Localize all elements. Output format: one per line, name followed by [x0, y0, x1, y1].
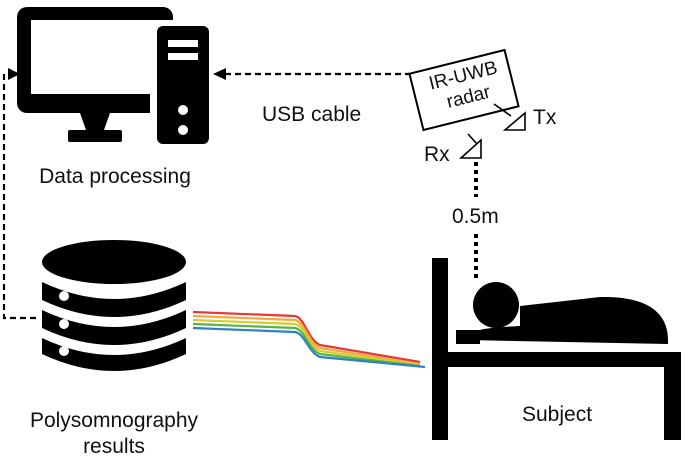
monitor-stand: [80, 113, 110, 130]
antenna-icon: [458, 103, 526, 159]
subject-label: Subject: [522, 403, 593, 426]
data-processing-label: Data processing: [39, 165, 191, 188]
signal-line-orange: [192, 314, 421, 366]
distance-label: 0.5m: [452, 205, 499, 228]
blanket: [466, 296, 668, 344]
tower-power-1: [178, 105, 188, 115]
monitor-base: [68, 130, 122, 142]
arrowhead-usb: [213, 68, 226, 80]
rx-antenna-triangle: [458, 138, 482, 159]
bed-foot-leg: [664, 352, 681, 440]
signal-line-blue: [192, 326, 426, 369]
database-icon: [42, 240, 186, 371]
radar-box: [408, 48, 520, 132]
psg-signal-lines: [192, 310, 426, 369]
tower-bay-2: [168, 53, 198, 60]
connectors: [2, 72, 412, 320]
subject-head: [473, 282, 519, 328]
radar-device: [408, 48, 520, 132]
tower-power-2: [178, 125, 188, 135]
monitor-screen: [31, 20, 159, 94]
bed-headboard: [432, 258, 448, 440]
rx-label: Rx: [424, 143, 450, 166]
tx-antenna-triangle: [502, 111, 526, 131]
signal-line-green: [192, 322, 421, 368]
tower-bay-1: [168, 40, 198, 47]
signal-line-yellow: [192, 318, 421, 367]
psg-results-label-line2: results: [83, 435, 145, 458]
tx-label: Tx: [533, 106, 557, 129]
bed-frame: [432, 352, 680, 367]
computer-icon: [17, 7, 212, 148]
person-in-bed-icon: [432, 258, 681, 440]
usb-cable-label: USB cable: [262, 103, 362, 126]
psg-results-label-line1: Polysomnography: [29, 409, 199, 432]
psg-to-computer-line: [2, 72, 36, 320]
arrowhead-psg: [8, 68, 20, 80]
signal-line-red: [192, 310, 421, 364]
